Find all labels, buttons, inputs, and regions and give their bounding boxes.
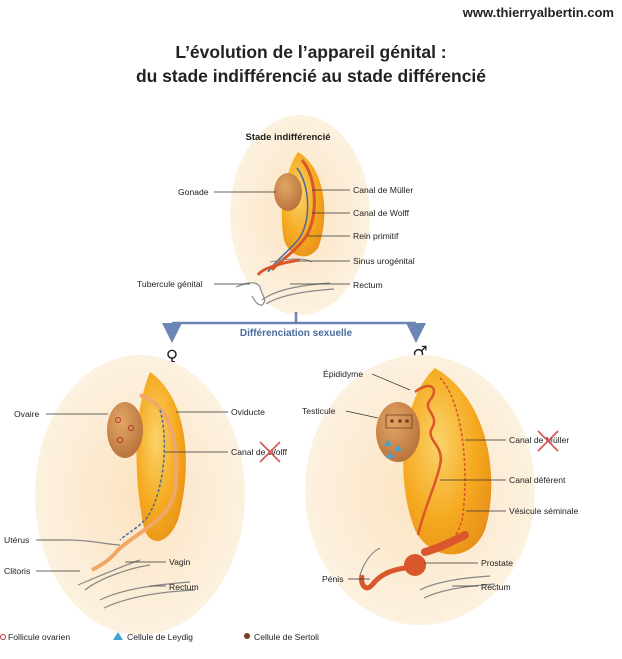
label-epididyme: Épididyme — [323, 369, 363, 379]
follicle-3 — [117, 437, 123, 443]
female-vagina-wall — [84, 564, 151, 591]
label-vesicule: Vésicule séminale — [509, 506, 578, 516]
legend-leydig: Cellule de Leydig — [127, 632, 193, 642]
label-penis: Pénis — [322, 574, 344, 584]
female-rectum — [99, 581, 191, 601]
indifferent-genital-tubercle — [235, 282, 266, 306]
label-rectum-female: Rectum — [169, 582, 199, 592]
legend-follicle-icon — [0, 634, 6, 640]
legend-leydig-icon — [113, 632, 123, 640]
label-prostate: Prostate — [481, 558, 513, 568]
label-rectum-male: Rectum — [481, 582, 511, 592]
label-uterus: Utérus — [4, 535, 29, 545]
label-sinus: Sinus urogénital — [353, 256, 415, 266]
male-drawing — [305, 355, 535, 625]
male-prostate — [404, 554, 426, 576]
leydig-cell-3 — [386, 452, 394, 458]
follicle-2 — [128, 425, 134, 431]
label-vagin: Vagin — [169, 557, 191, 567]
female-rectum-wall — [103, 589, 196, 609]
male-seminal-vesicle — [421, 531, 469, 556]
leydig-cell-2 — [394, 445, 402, 451]
male-rectum — [419, 575, 491, 591]
label-wolff-female: Canal de Wolff — [231, 447, 288, 457]
label-deferent: Canal déférent — [509, 475, 566, 485]
indifferent-urogenital-sinus — [256, 258, 301, 276]
male-epididymis-deferent-duct — [414, 384, 443, 536]
label-rectum-indiff: Rectum — [353, 280, 383, 290]
label-testicule: Testicule — [302, 406, 336, 416]
title-line-1: L’évolution de l’appareil génital : — [175, 42, 447, 62]
cross-wolff-female — [259, 441, 281, 463]
cross-muller-male — [537, 430, 559, 452]
differentiation-branch — [162, 312, 426, 343]
male-penis-outline — [359, 547, 381, 576]
indifferent-rectum-wall — [265, 288, 335, 305]
follicle-1 — [115, 417, 121, 423]
title-line-2: du stade indifférencié au stade différen… — [135, 66, 487, 86]
indifferent-muller-duct — [270, 159, 316, 271]
female-wolff-vestige — [119, 409, 166, 541]
leader-epididyme — [371, 373, 411, 391]
leader-testicule — [345, 410, 379, 419]
female-uterus-outline — [69, 539, 121, 546]
male-urethra-penis — [359, 565, 406, 591]
male-rectum-wall — [423, 583, 496, 599]
female-ovary — [107, 402, 143, 458]
label-gonade: Gonade — [178, 187, 209, 197]
label-muller-male: Canal de Müller — [509, 435, 569, 445]
leydig-cell-1 — [384, 440, 392, 446]
sertoli-cell-3 — [405, 419, 409, 423]
legend: Follicule ovarien Cellule de Leydig Cell… — [0, 632, 319, 642]
female-drawing — [35, 355, 245, 635]
label-muller-indiff: Canal de Müller — [353, 185, 413, 195]
label-clitoris: Clitoris — [4, 566, 30, 576]
label-oviducte: Oviducte — [231, 407, 265, 417]
male-testis — [376, 402, 420, 462]
sertoli-cell-2 — [398, 419, 402, 423]
female-oviduct — [91, 393, 179, 572]
label-rein: Rein primitif — [353, 231, 399, 241]
indifferent-heading: Stade indifférencié — [246, 132, 331, 143]
legend-sertoli-icon — [244, 633, 250, 639]
indifferent-gonad — [274, 173, 302, 211]
label-wolff-indiff: Canal de Wolff — [353, 208, 410, 218]
male-seminiferous-tubule — [385, 414, 413, 429]
legend-follicule: Follicule ovarien — [8, 632, 70, 642]
legend-sertoli: Cellule de Sertoli — [254, 632, 319, 642]
website-url[interactable]: www.thierryalbertin.com — [462, 5, 614, 20]
indifferent-stage-drawing — [230, 115, 370, 315]
label-differentiation: Différenciation sexuelle — [240, 328, 353, 339]
label-tubercule: Tubercule génital — [137, 279, 203, 289]
label-ovaire: Ovaire — [14, 409, 40, 419]
sertoli-cell-1 — [390, 419, 394, 423]
